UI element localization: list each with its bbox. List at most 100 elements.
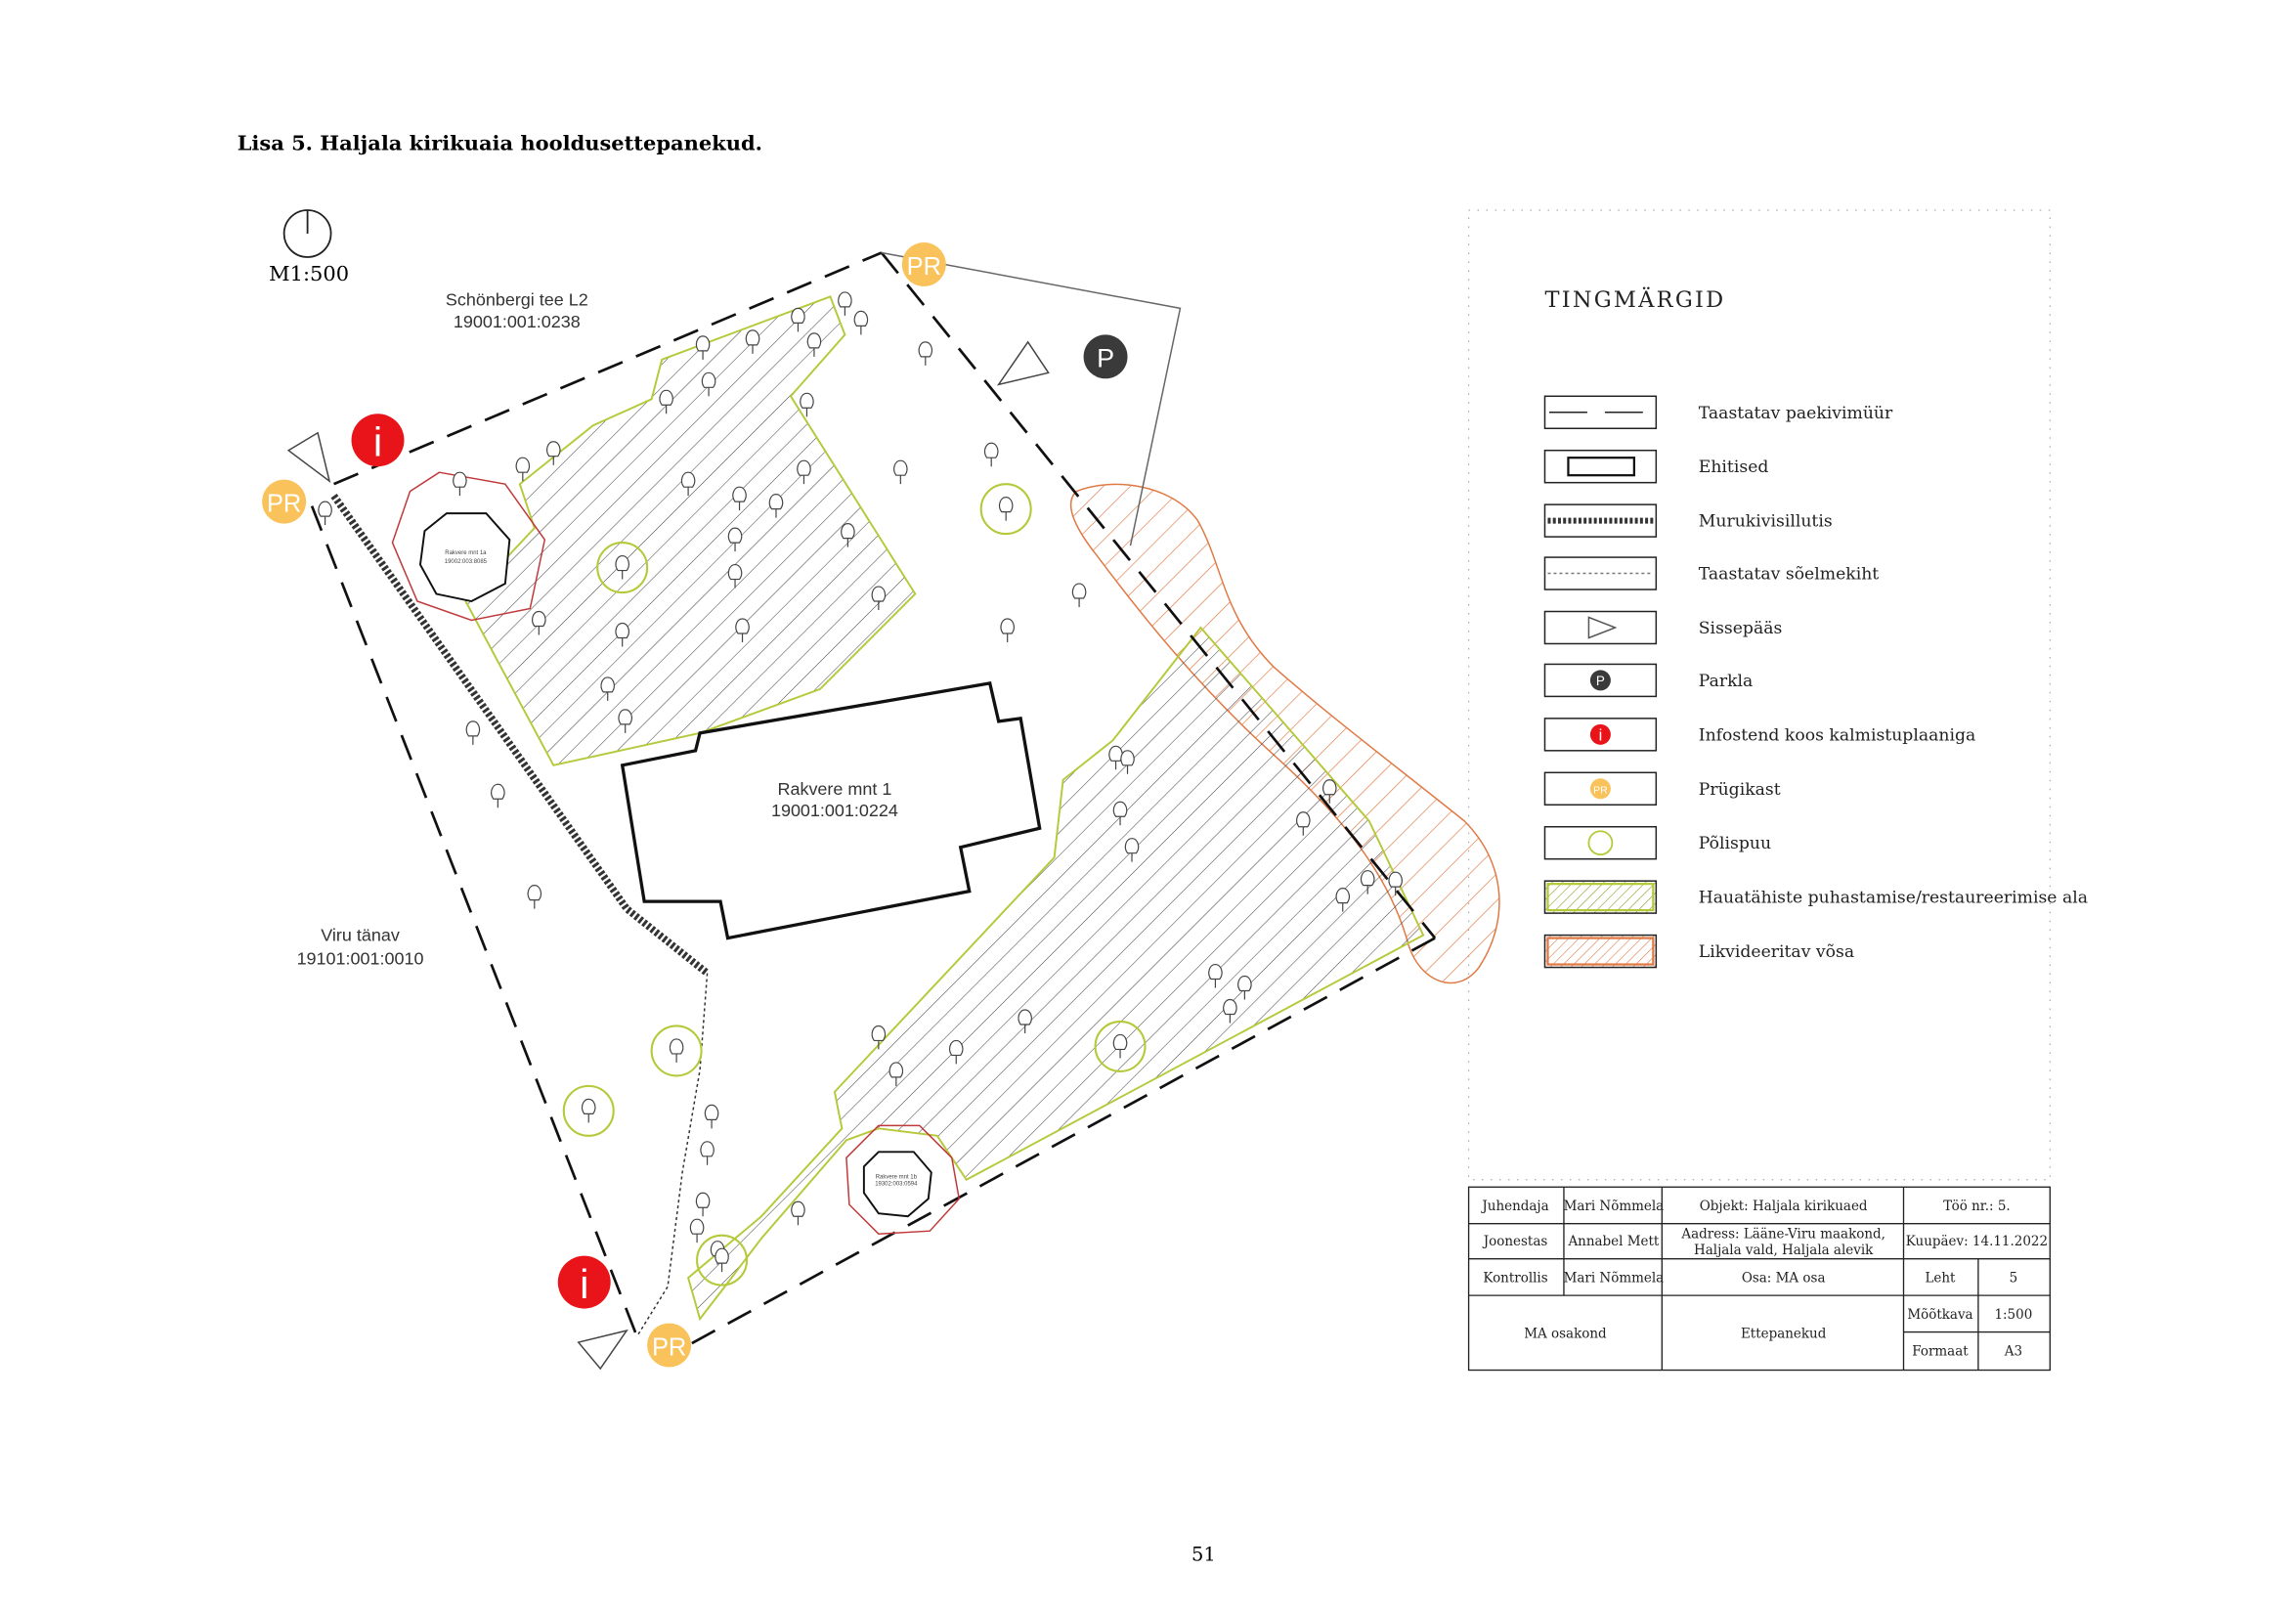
- parcel-name: Rakvere mnt 1a: [445, 550, 487, 556]
- tree-icon: [768, 494, 784, 518]
- tree-icon: [853, 310, 869, 335]
- tree-icon: [1322, 779, 1337, 804]
- sheet-label: Leht: [1925, 1271, 1956, 1287]
- tree-icon: [1296, 811, 1311, 836]
- section: Osa: MA osa: [1742, 1271, 1826, 1287]
- old-trees-layer: [562, 483, 1147, 1287]
- grave-restoration-area-south: [686, 626, 1425, 1322]
- tree-icon: [838, 291, 852, 316]
- legend-label: Ehitised: [1699, 458, 1769, 477]
- tree-icon: [527, 885, 542, 909]
- legend-label: Põlispuu: [1699, 834, 1771, 853]
- work-number: Töö nr.: 5.: [1943, 1199, 2011, 1214]
- legend-item-building: Ehitised: [1543, 449, 1769, 484]
- tree-icon: [1120, 750, 1135, 774]
- trash-bin-icon: PR: [647, 1323, 692, 1368]
- drawing-name: Ettepanekud: [1741, 1327, 1827, 1342]
- legend-item-trash-bin: PR Prügikast: [1543, 771, 1781, 807]
- tree-icon: [1388, 871, 1403, 896]
- sheet-value: 5: [2010, 1271, 2018, 1287]
- building-icon: [1543, 449, 1658, 484]
- tree-icon: [618, 709, 632, 733]
- svg-text:P: P: [1097, 343, 1114, 372]
- north-arrow-icon: [282, 209, 332, 258]
- svg-text:P: P: [1596, 674, 1605, 688]
- tree-icon: [871, 586, 887, 611]
- trash-bin-icon: PR: [262, 479, 307, 524]
- address-line-2: Haljala vald, Haljala alevik: [1694, 1243, 1874, 1258]
- legend: Taastatav paekivimüürEhitisedMurukivisil…: [1543, 395, 2088, 969]
- tree-icon: [1071, 583, 1087, 608]
- info-stand-icon: i: [351, 414, 405, 467]
- tree-icon: [888, 1062, 904, 1086]
- tree-icon: [704, 1104, 719, 1129]
- tree-icon: [700, 1141, 715, 1165]
- orange-hatch-icon: [1543, 934, 1658, 969]
- tree-icon: [1237, 975, 1252, 1000]
- tree-icon: [841, 523, 855, 547]
- chapel-1b: Rakvere mnt 1b 19302:003:0594: [845, 1124, 961, 1235]
- address-line-1: Aadress: Lääne-Viru maakond,: [1680, 1227, 1885, 1243]
- format-value: A3: [2004, 1344, 2022, 1360]
- svg-text:PR: PR: [1593, 785, 1608, 796]
- tree-icon: [491, 783, 505, 808]
- legend-frame: [1467, 209, 2051, 1181]
- tree-icon: [680, 471, 696, 497]
- legend-label: Prügikast: [1699, 780, 1781, 800]
- legend-item-yellow-hatch: Hauatähiste puhastamise/restaureerimise …: [1543, 880, 2088, 914]
- tree-icon: [893, 459, 908, 485]
- info-stand-icon: i: [557, 1255, 611, 1309]
- entrance-triangle-icon: [996, 340, 1050, 386]
- old-tree-icon: [1094, 1020, 1147, 1072]
- tree-icon: [797, 459, 811, 485]
- joonestas-value: Annabel Mett: [1567, 1234, 1659, 1249]
- scale-label-cell: Mõõtkava: [1907, 1307, 1972, 1323]
- juhendaja-label: Juhendaja: [1480, 1199, 1548, 1214]
- gravel-path: [636, 973, 709, 1337]
- legend-title: TINGMÄRGID: [1544, 286, 1725, 313]
- trash-bin-icon: PR: [901, 241, 946, 286]
- tree-icon: [735, 618, 750, 642]
- entrance-triangle-icon: [577, 1329, 628, 1371]
- parcel-code: 19302:003:0594: [875, 1182, 918, 1188]
- tree-icon: [659, 389, 673, 414]
- tree-icon: [1335, 888, 1350, 912]
- tree-icon: [1208, 963, 1223, 988]
- legend-label: Parkla: [1699, 672, 1754, 691]
- legend-label: Murukivisillutis: [1699, 512, 1833, 532]
- parcel-name: Schönbergi tee L2: [446, 289, 588, 309]
- tree-icon: [515, 457, 531, 482]
- scale-value: 1:500: [1994, 1307, 2032, 1323]
- tree-icon: [918, 341, 933, 366]
- parcel-name: Rakvere mnt 1: [777, 779, 891, 799]
- parcel-name: Rakvere mnt 1b: [876, 1174, 918, 1180]
- tree-icon: [727, 527, 743, 552]
- page-title: Lisa 5. Haljala kirikuaia hooldusettepan…: [238, 131, 762, 155]
- svg-text:i: i: [580, 1261, 588, 1307]
- legend-item-orange-hatch: Likvideeritav võsa: [1543, 934, 1854, 969]
- old-tree-icon: [596, 542, 649, 594]
- tree-icon: [318, 501, 332, 526]
- parcel-code: 19001:001:0238: [454, 312, 581, 331]
- tree-icon: [701, 371, 716, 397]
- svg-text:PR: PR: [267, 491, 301, 518]
- tree-icon: [1223, 998, 1237, 1024]
- limestone-wall: [310, 251, 1437, 1347]
- juhendaja-value: Mari Nõmmela: [1564, 1199, 1665, 1214]
- tree-icon: [453, 471, 467, 497]
- legend-item-cobblestone: Murukivisillutis: [1543, 503, 1833, 538]
- legend-item-entrance-triangle: Sissepääs: [1543, 610, 1783, 645]
- parcel-code: 19002:003:8085: [445, 559, 488, 565]
- tree-icon: [600, 676, 615, 701]
- tree-icon: [791, 307, 805, 332]
- svg-text:PR: PR: [907, 253, 941, 281]
- department: MA osakond: [1524, 1327, 1607, 1342]
- svg-text:i: i: [1599, 726, 1603, 744]
- legend-label: Sissepääs: [1699, 619, 1783, 638]
- legend-label: Taastatav paekivimüür: [1699, 404, 1893, 423]
- tree-icon: [695, 1192, 711, 1217]
- kontrollis-value: Mari Nõmmela: [1564, 1271, 1665, 1287]
- old-tree-icon: [1543, 825, 1658, 860]
